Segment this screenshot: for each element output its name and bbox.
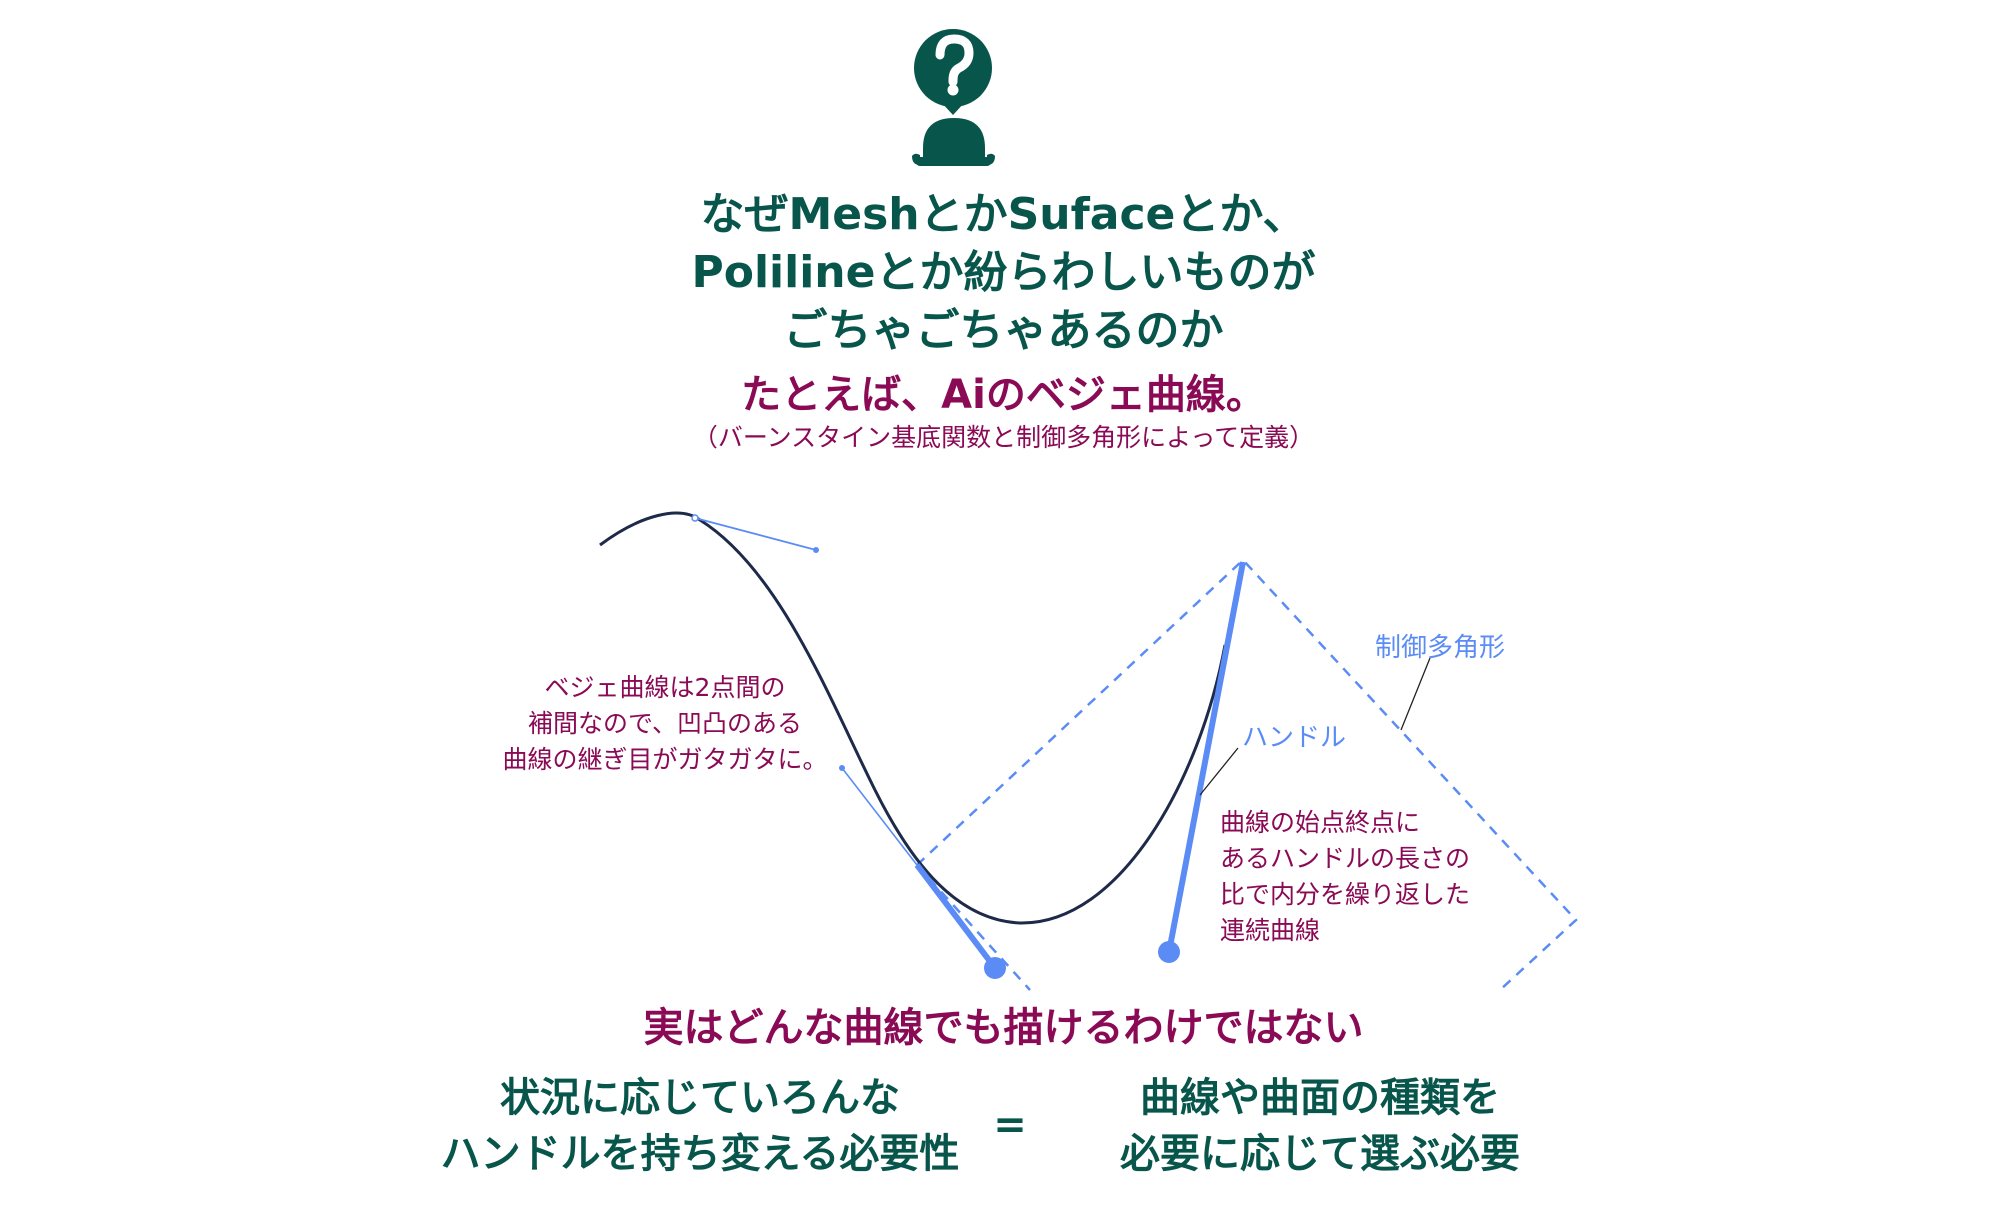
conclusion-right-line: 必要に応じて選ぶ必要 [1120, 1131, 1520, 1177]
right-note-line: 曲線の始点終点に [1220, 808, 1421, 837]
control-polygon-label: 制御多角形 [1375, 633, 1506, 663]
left-note-line: 補間なので、凹凸のある [527, 709, 802, 738]
right-note-line: 連続曲線 [1220, 916, 1321, 945]
title-line-3: ごちゃごちゃあるのか [783, 305, 1224, 356]
equals-sign: = [993, 1102, 1027, 1148]
right-note-line: 比で内分を繰り返した [1220, 880, 1471, 909]
handle-label: ハンドル [1242, 723, 1347, 753]
subtitle-note: （バーンスタイン基底関数と制御多角形によって定義） [692, 423, 1315, 452]
right-note-line: あるハンドルの長さの [1220, 844, 1471, 873]
title-line-1: なぜMeshとかSufaceとか、 [700, 189, 1307, 240]
title-line-2: Polilineとか紛らわしいものが [691, 247, 1316, 298]
left-annotation: ベジェ曲線は2点間の 補間なので、凹凸のある 曲線の継ぎ目がガタガタに。 [470, 670, 860, 778]
conclusion-right: 曲線や曲面の種類を 必要に応じて選ぶ必要 [1030, 1070, 1610, 1182]
left-note-line: 曲線の継ぎ目がガタガタに。 [502, 745, 828, 774]
conclusion-left: 状況に応じていろんな ハンドルを持ち変える必要性 [400, 1070, 1000, 1182]
conclusion-right-line: 曲線や曲面の種類を [1140, 1075, 1500, 1121]
left-note-line: ベジェ曲線は2点間の [544, 673, 786, 702]
right-annotation: 曲線の始点終点に あるハンドルの長さの 比で内分を繰り返した 連続曲線 [1220, 805, 1470, 949]
main-title: なぜMeshとかSufaceとか、 Polilineとか紛らわしいものが ごちゃ… [0, 186, 2007, 360]
subtitle: たとえば、Aiのベジェ曲線。 [741, 372, 1266, 418]
conclusion-statement: 実はどんな曲線でも描けるわけではない [643, 1005, 1364, 1051]
conclusion-left-line: 状況に応じていろんな [500, 1075, 900, 1121]
control-polygon [916, 558, 1578, 991]
conclusion-left-line: ハンドルを持ち変える必要性 [440, 1131, 960, 1177]
